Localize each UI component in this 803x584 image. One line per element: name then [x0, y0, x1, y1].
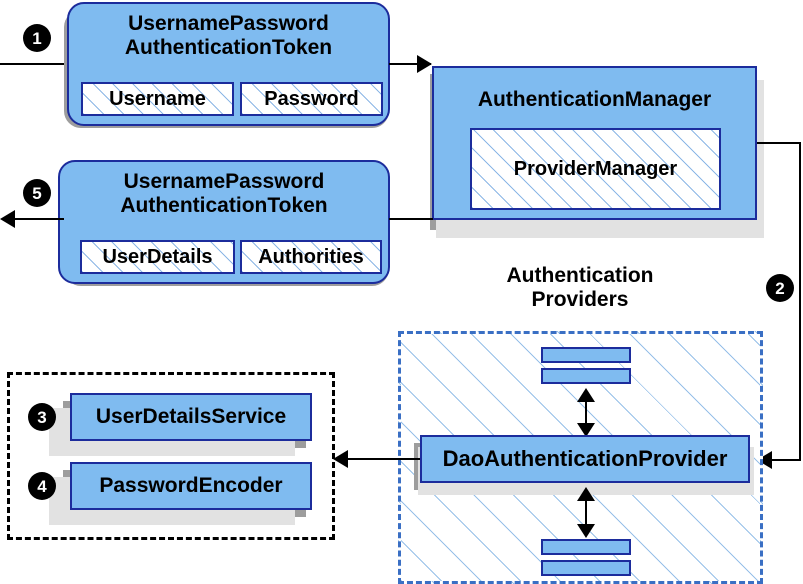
manager-to-providers-line-top	[757, 142, 801, 144]
provider-link-arrow-down-top	[577, 423, 595, 437]
step-badge-5: 5	[24, 180, 50, 206]
password-encoder-box[interactable]: PasswordEncoder	[70, 462, 312, 510]
step-badge-2-number: 2	[775, 278, 785, 298]
password-encoder-label: PasswordEncoder	[99, 474, 283, 497]
provider-link-line-bottom	[585, 490, 587, 530]
request-token-title-line1: UsernamePassword	[128, 12, 329, 35]
response-token-title-line1: UsernamePassword	[123, 170, 325, 193]
step-badge-3: 3	[29, 404, 55, 430]
response-token-field-userdetails[interactable]: UserDetails	[80, 240, 235, 274]
manager-to-providers-line-bottom	[772, 459, 801, 461]
request-token-title: UsernamePassword AuthenticationToken	[69, 12, 388, 60]
other-provider-bar-3[interactable]	[541, 539, 631, 555]
response-outgoing-line	[14, 218, 64, 220]
response-token-field-userdetails-label: UserDetails	[102, 245, 213, 268]
request-token-field-username[interactable]: Username	[81, 82, 234, 116]
request-token-title-line2: AuthenticationToken	[124, 35, 333, 59]
response-token-field-authorities-label: Authorities	[258, 245, 364, 268]
response-token-title-line2: AuthenticationToken	[120, 193, 328, 217]
authentication-manager-title: AuthenticationManager	[477, 88, 712, 111]
request-token-field-password-label: Password	[264, 87, 359, 110]
provider-to-collaborators-line	[348, 458, 420, 460]
dao-authentication-provider-box[interactable]: DaoAuthenticationProvider	[420, 435, 750, 483]
manager-to-response-line	[389, 218, 433, 220]
response-token-title: UsernamePassword AuthenticationToken	[60, 170, 388, 218]
step-badge-4: 4	[29, 473, 55, 499]
authentication-providers-label-line2: Providers	[531, 287, 629, 311]
provider-manager-label: ProviderManager	[513, 157, 678, 180]
provider-link-line-top	[585, 392, 587, 430]
collaborators-container	[7, 372, 335, 540]
other-provider-bar-2[interactable]	[541, 368, 631, 384]
provider-link-arrow-up-bottom	[577, 487, 595, 501]
provider-link-arrow-down-bottom	[577, 524, 595, 538]
step-badge-2: 2	[767, 275, 793, 301]
step-badge-5-number: 5	[32, 183, 42, 203]
other-provider-bar-1[interactable]	[541, 347, 631, 363]
response-token-box[interactable]: UsernamePassword AuthenticationToken Use…	[58, 160, 390, 284]
dao-authentication-provider-label: DaoAuthenticationProvider	[442, 446, 728, 471]
response-outgoing-arrowhead	[0, 210, 15, 228]
provider-to-collaborators-arrowhead	[333, 450, 348, 468]
step-badge-3-number: 3	[37, 407, 47, 427]
step-badge-1: 1	[24, 25, 50, 51]
request-to-manager-arrowhead	[417, 55, 432, 73]
response-token-field-authorities[interactable]: Authorities	[240, 240, 382, 274]
authentication-manager-box[interactable]: AuthenticationManager ProviderManager	[432, 66, 757, 220]
authentication-providers-label: Authentication Providers	[440, 264, 720, 312]
provider-manager-box[interactable]: ProviderManager	[470, 128, 721, 210]
request-token-field-password[interactable]: Password	[240, 82, 383, 116]
request-token-box[interactable]: UsernamePassword AuthenticationToken Use…	[67, 2, 390, 126]
user-details-service-box[interactable]: UserDetailsService	[70, 393, 312, 441]
step-badge-4-number: 4	[37, 476, 47, 496]
request-token-field-username-label: Username	[109, 87, 206, 110]
provider-link-arrow-up-top	[577, 388, 595, 402]
manager-to-providers-line-vertical	[799, 142, 801, 460]
incoming-request-line	[0, 63, 72, 65]
step-badge-1-number: 1	[32, 28, 42, 48]
user-details-service-label: UserDetailsService	[95, 405, 287, 428]
other-provider-bar-4[interactable]	[541, 560, 631, 576]
authentication-providers-label-line1: Authentication	[506, 264, 654, 287]
request-to-manager-line	[389, 63, 431, 65]
